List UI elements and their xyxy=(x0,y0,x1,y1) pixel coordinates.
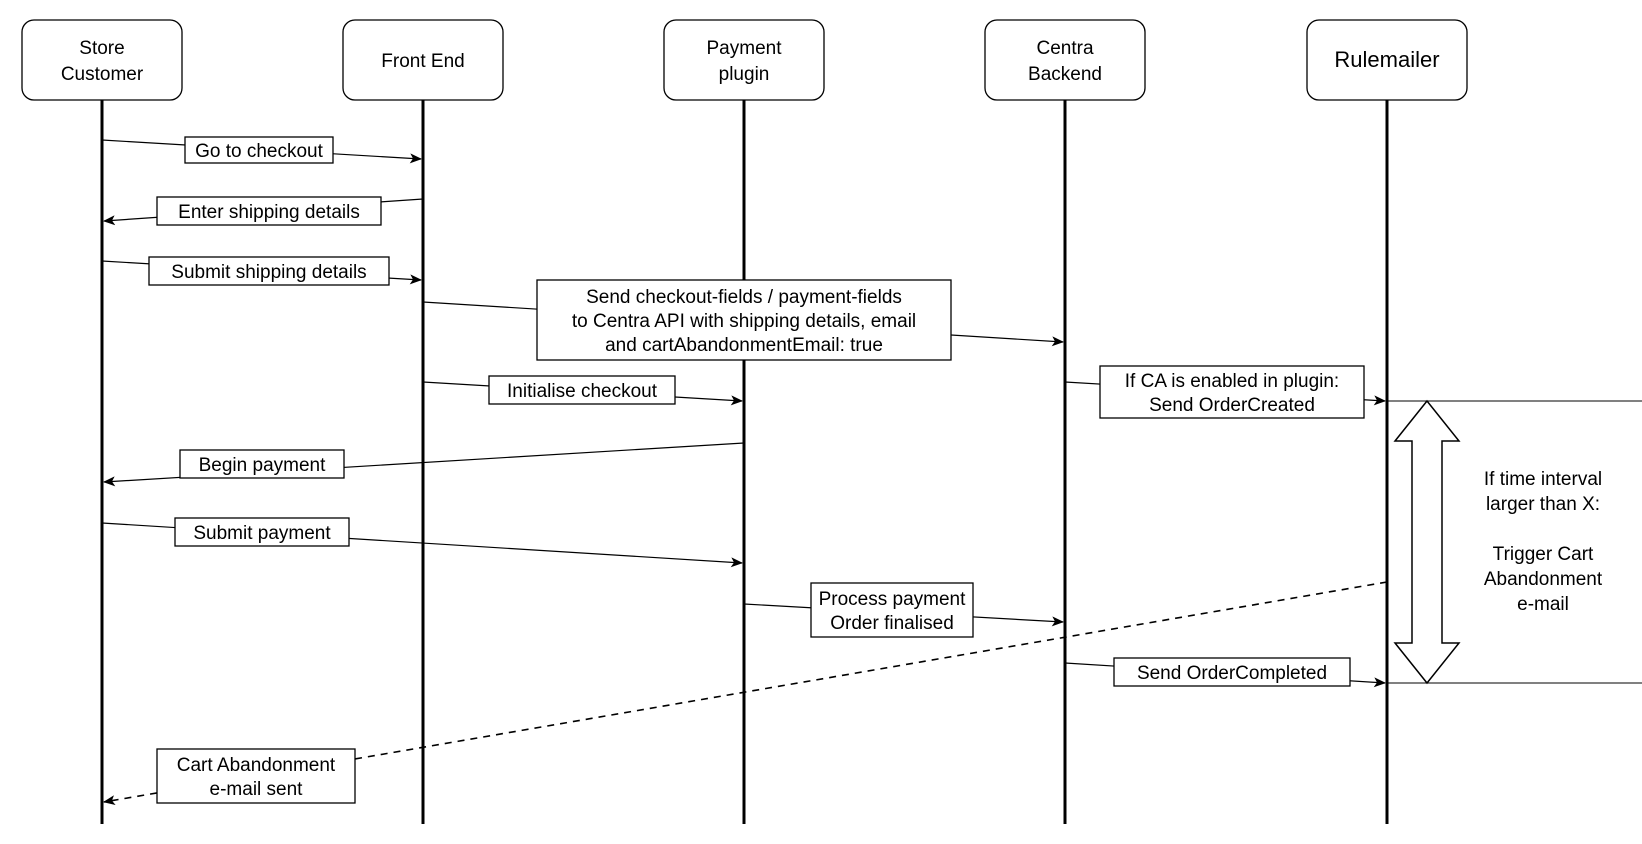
message-label-box-10 xyxy=(1113,657,1351,687)
interval-note-line-4: Abandonment xyxy=(1484,569,1603,590)
message-label-box-0 xyxy=(184,136,334,164)
actor-label-0-1: Customer xyxy=(61,64,144,85)
message-label-box-6 xyxy=(179,449,345,479)
message-label-3: Send checkout-fields / payment-fields to … xyxy=(536,279,952,361)
actor-label-3-1: Backend xyxy=(1028,64,1102,85)
message-label-text-1-0: Enter shipping details xyxy=(178,202,360,223)
message-label-6: Begin payment xyxy=(179,449,345,479)
interval-note-line-1: larger than X: xyxy=(1486,494,1600,515)
message-label-text-8-1: Order finalised xyxy=(830,613,954,634)
actor-box-0 xyxy=(21,19,183,101)
message-label-text-9-0: Cart Abandonment xyxy=(177,755,336,776)
actor-box-3 xyxy=(984,19,1146,101)
message-label-7: Submit payment xyxy=(174,517,350,547)
message-label-text-3-0: Send checkout-fields / payment-fields xyxy=(586,287,902,308)
message-label-box-3 xyxy=(536,279,952,361)
actor-label-0-0: Store xyxy=(79,38,124,59)
message-label-0: Go to checkout xyxy=(184,136,334,164)
message-label-box-1 xyxy=(156,196,382,226)
actor-label-1-0: Front End xyxy=(381,51,464,72)
actor-label-4-0: Rulemailer xyxy=(1334,47,1439,72)
actor-box-2 xyxy=(663,19,825,101)
message-label-5: If CA is enabled in plugin: Send OrderCre… xyxy=(1099,365,1365,419)
message-label-box-4 xyxy=(488,375,676,405)
message-label-text-7-0: Submit payment xyxy=(193,523,331,544)
actor-4: Rulemailer xyxy=(1306,19,1468,101)
message-label-4: Initialise checkout xyxy=(488,375,676,405)
message-label-box-9 xyxy=(156,748,356,804)
actor-2: Payment plugin xyxy=(663,19,825,101)
actor-label-2-1: plugin xyxy=(719,64,770,85)
message-label-text-5-1: Send OrderCreated xyxy=(1149,395,1315,416)
message-label-9: Cart Abandonment e-mail sent xyxy=(156,748,356,804)
message-label-text-8-0: Process payment xyxy=(819,589,967,610)
actor-label-3-0: Centra xyxy=(1036,38,1093,59)
message-label-text-5-0: If CA is enabled in plugin: xyxy=(1125,371,1339,392)
interval-note-line-5: e-mail xyxy=(1517,594,1569,615)
message-label-box-7 xyxy=(174,517,350,547)
actor-box-4 xyxy=(1306,19,1468,101)
message-label-box-2 xyxy=(148,256,390,286)
message-label-text-10-0: Send OrderCompleted xyxy=(1137,663,1327,684)
message-label-text-3-2: and cartAbandonmentEmail: true xyxy=(605,335,883,356)
message-label-2: Submit shipping details xyxy=(148,256,390,286)
message-label-text-9-1: e-mail sent xyxy=(210,779,304,800)
actor-label-2-0: Payment xyxy=(707,38,783,59)
message-label-box-5 xyxy=(1099,365,1365,419)
message-label-1: Enter shipping details xyxy=(156,196,382,226)
message-label-text-2-0: Submit shipping details xyxy=(171,262,366,283)
message-label-text-6-0: Begin payment xyxy=(199,455,326,476)
message-label-box-8 xyxy=(810,582,974,638)
message-label-text-4-0: Initialise checkout xyxy=(507,381,658,402)
interval-note-line-3: Trigger Cart xyxy=(1493,544,1594,565)
message-label-text-0-0: Go to checkout xyxy=(195,141,324,162)
actor-1: Front End xyxy=(342,19,504,101)
interval-double-arrow xyxy=(1393,399,1461,685)
message-label-text-3-1: to Centra API with shipping details, ema… xyxy=(572,311,916,332)
message-label-10: Send OrderCompleted xyxy=(1113,657,1351,687)
interval-note-line-0: If time interval xyxy=(1484,469,1602,490)
actor-box-1 xyxy=(342,19,504,101)
